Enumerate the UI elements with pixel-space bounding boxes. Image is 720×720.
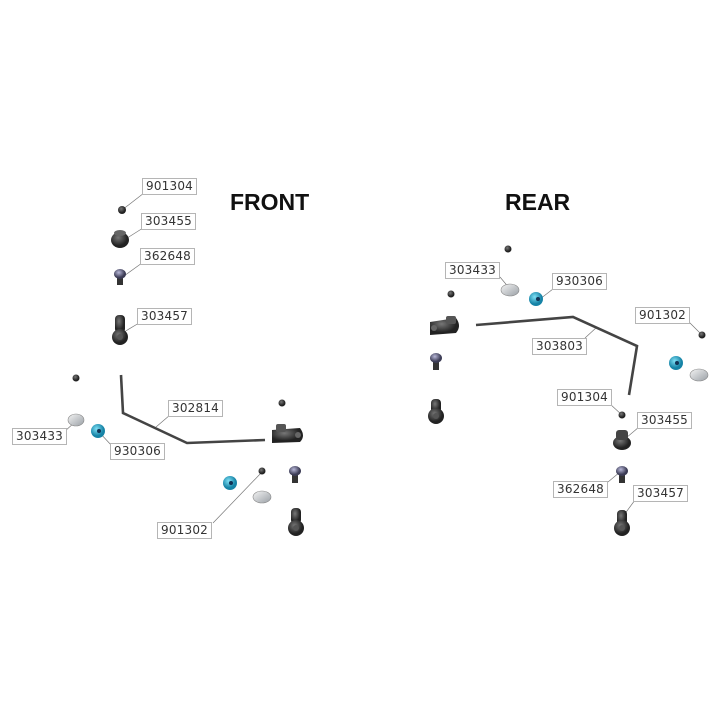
clamp-icon: [67, 413, 85, 427]
front-title: FRONT: [230, 189, 310, 215]
part-label: 303803: [532, 338, 588, 355]
clamp-icon: [500, 283, 520, 297]
part-label: 303457: [137, 308, 193, 325]
rod-end-icon: [428, 399, 444, 424]
part-label: 901304: [142, 178, 198, 195]
ball-icon: [698, 331, 706, 339]
clamp-icon: [689, 368, 709, 382]
collar-icon: [669, 356, 683, 370]
part-label: 303433: [445, 262, 501, 279]
ball-icon: [447, 290, 455, 298]
nut-icon: [111, 230, 129, 248]
collar-icon: [91, 424, 105, 438]
rod-end-icon: [112, 315, 128, 345]
ball-icon: [118, 206, 126, 214]
screw-icon: [114, 269, 126, 285]
ball-icon: [72, 374, 80, 382]
ball-icon: [278, 399, 286, 407]
part-label: 901302: [157, 522, 213, 539]
rod-end-icon: [614, 510, 630, 536]
ball-icon: [618, 411, 626, 419]
part-label: 303433: [12, 428, 68, 445]
rear-sway-bar: [475, 315, 639, 396]
leader-lines: [63, 192, 703, 524]
part-label: 303455: [637, 412, 693, 429]
ball-icon: [504, 245, 512, 253]
part-label: 930306: [110, 443, 166, 460]
rear-title: REAR: [505, 189, 571, 215]
part-label: 362648: [553, 481, 609, 498]
end-link-icon: [430, 316, 459, 335]
part-label: 362648: [140, 248, 196, 265]
screw-icon: [616, 466, 628, 483]
screw-icon: [289, 466, 301, 483]
ball-icon: [258, 467, 266, 475]
end-link-icon: [272, 424, 303, 443]
collar-icon: [529, 292, 543, 306]
part-label: 930306: [552, 273, 608, 290]
part-label: 901302: [635, 307, 691, 324]
part-label: 302814: [168, 400, 224, 417]
part-label: 303457: [633, 485, 689, 502]
rod-end-icon: [288, 508, 304, 536]
front-sway-bar: [119, 374, 266, 445]
nut-icon: [613, 430, 631, 450]
screw-icon: [430, 353, 442, 370]
clamp-icon: [252, 490, 272, 504]
part-label: 901304: [557, 389, 613, 406]
collar-icon: [223, 476, 237, 490]
part-label: 303455: [141, 213, 197, 230]
